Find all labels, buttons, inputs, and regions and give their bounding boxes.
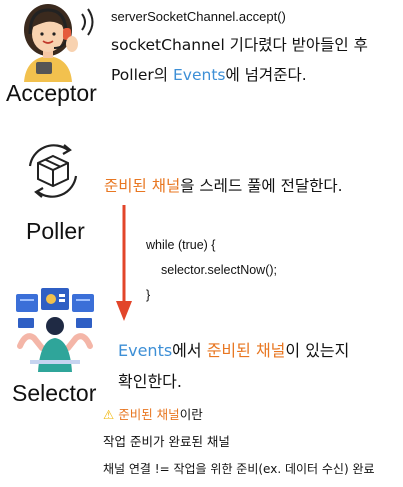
acceptor-events-highlight: Events [173,66,226,84]
selector-events-highlight: Events [118,341,173,360]
acceptor-label: Acceptor [6,80,97,106]
selector-desc-post: 이 있는지 [285,341,350,360]
selector-desc-line1: Events에서 준비된 채널이 있는지 [118,341,349,361]
note-line-1: 작업 준비가 완료된 채널 [103,434,230,449]
poller-desc: 준비된 채널을 스레드 풀에 전달한다. [104,176,343,196]
note-title-post: 이란 [179,407,203,422]
acceptor-desc-line2-post: 에 넘겨준다. [225,66,307,84]
acceptor-desc-line2: Poller의 Events에 넘겨준다. [111,65,307,85]
selector-desc-line2: 확인한다. [118,372,182,391]
acceptor-avatar-icon [6,0,106,82]
selector-desc-mid: 에서 [172,341,207,360]
code-line-3: } [146,288,151,302]
poller-desc-post: 을 스레드 풀에 전달한다. [180,177,343,195]
code-line-2: selector.selectNow(); [161,263,278,277]
selector-label: Selector [12,380,97,406]
note-line-2: 채널 연결 != 작업을 위한 준비(ex. 데이터 수신) 완료 [103,462,375,476]
dashboard-worker-icon [10,286,100,372]
poller-label: Poller [26,218,85,244]
warning-icon: ⚠ [103,407,115,422]
acceptor-desc-line1: socketChannel 기다렸다 받아들인 후 [111,36,368,54]
box-cycle-icon [18,136,88,206]
acceptor-call: serverSocketChannel.accept() [111,9,286,24]
poller-ready-channel-highlight: 준비된 채널 [104,177,181,195]
arrow-down-icon [114,205,134,325]
note-title: ⚠ 준비된 채널이란 [103,407,203,423]
code-line-1: while (true) { [146,238,216,252]
selector-ready-channel-highlight: 준비된 채널 [206,341,286,360]
acceptor-desc-line2-pre: Poller의 [111,66,173,84]
note-ready-channel-highlight: 준비된 채널 [118,407,180,422]
